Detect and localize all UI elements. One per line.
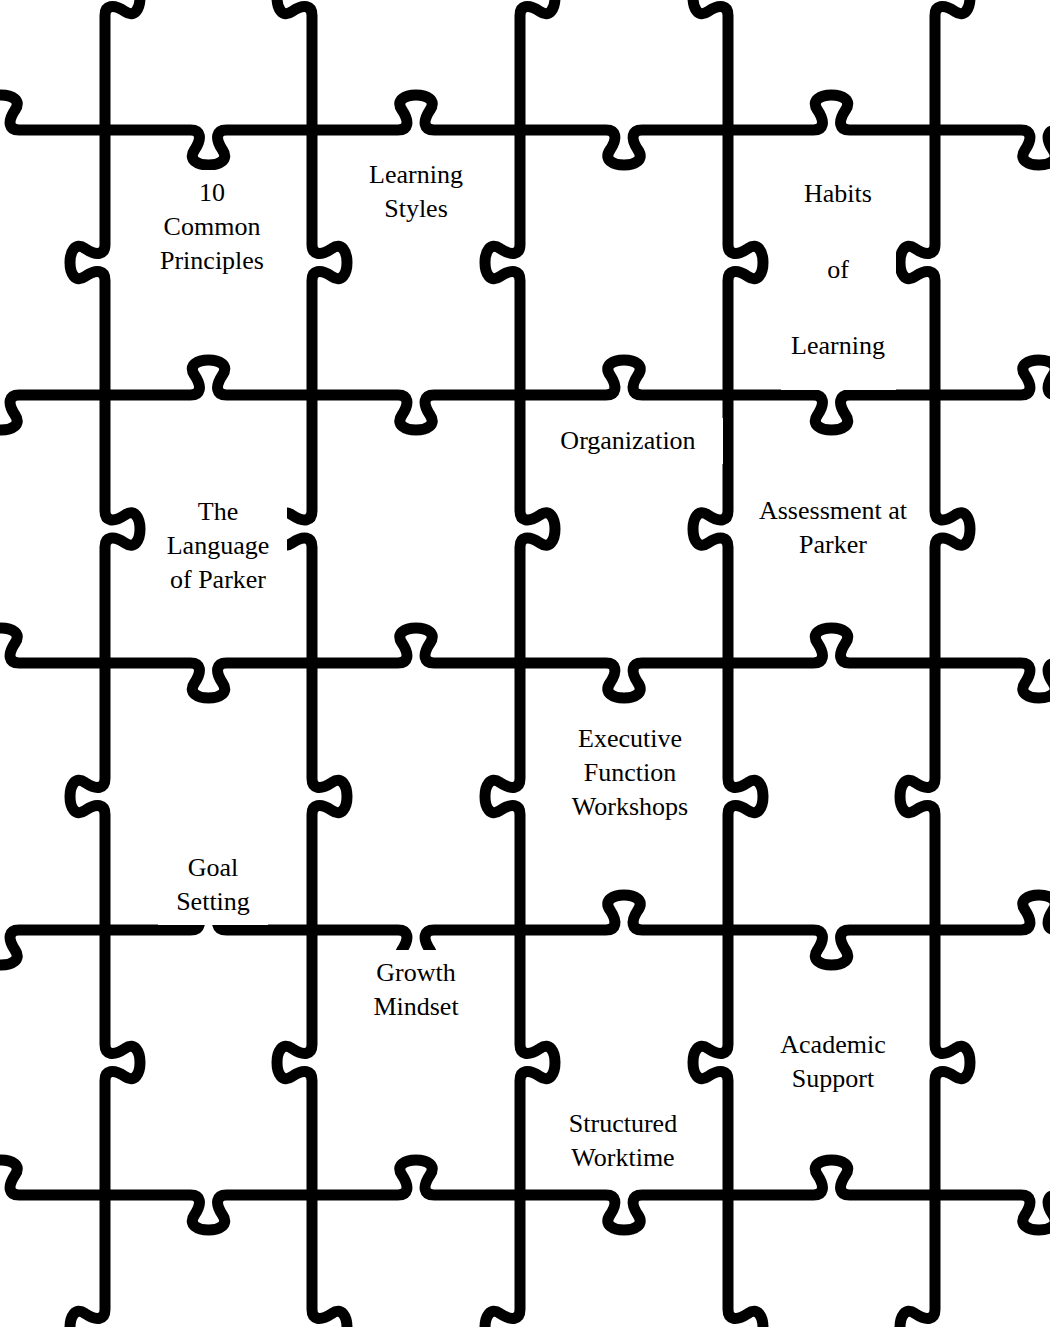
puzzle-edge — [935, 0, 970, 130]
puzzle-edge — [0, 395, 105, 430]
puzzle-edge — [935, 360, 1050, 395]
puzzle-edge — [520, 360, 728, 395]
puzzle-edge — [312, 95, 520, 130]
piece-label: Organization — [543, 424, 713, 458]
puzzle-edge — [312, 1195, 347, 1327]
puzzle-edge — [277, 0, 312, 130]
puzzle-piece: Learning Styles — [356, 152, 476, 232]
puzzle-edge — [312, 130, 347, 395]
puzzle-edge — [935, 1195, 1050, 1230]
puzzle-edge — [900, 663, 935, 930]
puzzle-edge — [935, 895, 1050, 930]
puzzle-edge — [935, 930, 970, 1195]
puzzle-piece: Habits of Learning — [781, 150, 896, 390]
puzzle-piece: Goal Setting — [158, 845, 268, 925]
piece-label: Goal Setting — [168, 851, 258, 919]
puzzle-edge — [728, 1195, 763, 1327]
puzzle-edge — [728, 1160, 935, 1195]
puzzle-edge — [312, 395, 520, 430]
puzzle-edge — [728, 663, 763, 930]
puzzle-edge — [935, 130, 1050, 165]
puzzle-edge — [728, 95, 935, 130]
puzzle-piece: Academic Support — [770, 1022, 895, 1102]
puzzle-edge — [105, 395, 140, 663]
puzzle-edge — [520, 130, 728, 165]
puzzle-edge — [728, 930, 935, 965]
puzzle-edge — [900, 1195, 935, 1327]
puzzle-edge — [900, 130, 935, 395]
puzzle-edge — [105, 0, 140, 130]
puzzle-piece: Structured Worktime — [559, 1101, 687, 1181]
puzzle-edge — [312, 663, 347, 930]
puzzle-edge — [520, 663, 728, 698]
puzzle-edge — [520, 895, 728, 930]
puzzle-edge — [520, 1195, 728, 1230]
puzzle-edge — [0, 1160, 105, 1195]
puzzle-edge — [70, 1195, 105, 1327]
puzzle-edge — [277, 930, 312, 1195]
puzzle-edge — [693, 0, 728, 130]
puzzle-edge — [0, 628, 105, 663]
puzzle-edge — [520, 0, 555, 130]
piece-label: Structured Worktime — [569, 1107, 677, 1175]
puzzle-edge — [0, 930, 105, 965]
puzzle-piece: Executive Function Workshops — [562, 716, 698, 830]
piece-label: Executive Function Workshops — [572, 722, 688, 824]
puzzle-edge — [485, 1195, 520, 1327]
puzzle-edge — [105, 930, 140, 1195]
puzzle-edge — [485, 130, 520, 395]
puzzle-edge — [693, 930, 728, 1195]
puzzle-edge — [312, 628, 520, 663]
puzzle-edge — [312, 1160, 520, 1195]
puzzle-edge — [105, 1195, 312, 1230]
piece-label: Learning Styles — [366, 158, 466, 226]
puzzle-edge — [520, 930, 555, 1195]
puzzle-edge — [105, 663, 312, 698]
piece-label: The Language of Parker — [159, 495, 277, 597]
puzzle-piece: The Language of Parker — [149, 489, 287, 603]
puzzle-piece: Assessment at Parker — [748, 488, 918, 568]
puzzle-edge — [105, 130, 312, 165]
puzzle-edge — [728, 628, 935, 663]
piece-label: Assessment at Parker — [758, 494, 908, 562]
puzzle-edge — [105, 360, 312, 395]
puzzle-edge — [485, 663, 520, 930]
puzzle-edge — [728, 130, 763, 395]
puzzle-edge — [0, 95, 105, 130]
puzzle-piece: Organization — [533, 418, 723, 464]
puzzle-piece: 10 Common Principles — [150, 170, 274, 284]
puzzle-piece: Growth Mindset — [356, 950, 476, 1030]
puzzle-edge — [935, 663, 1050, 698]
puzzle-edge — [935, 395, 970, 663]
puzzle-edge — [70, 130, 105, 395]
puzzle-edge — [70, 663, 105, 930]
piece-label: 10 Common Principles — [160, 176, 264, 278]
piece-label: Academic Support — [780, 1028, 885, 1096]
puzzle-edge — [728, 395, 935, 430]
piece-label: Habits of Learning — [791, 156, 886, 384]
piece-label: Growth Mindset — [366, 956, 466, 1024]
